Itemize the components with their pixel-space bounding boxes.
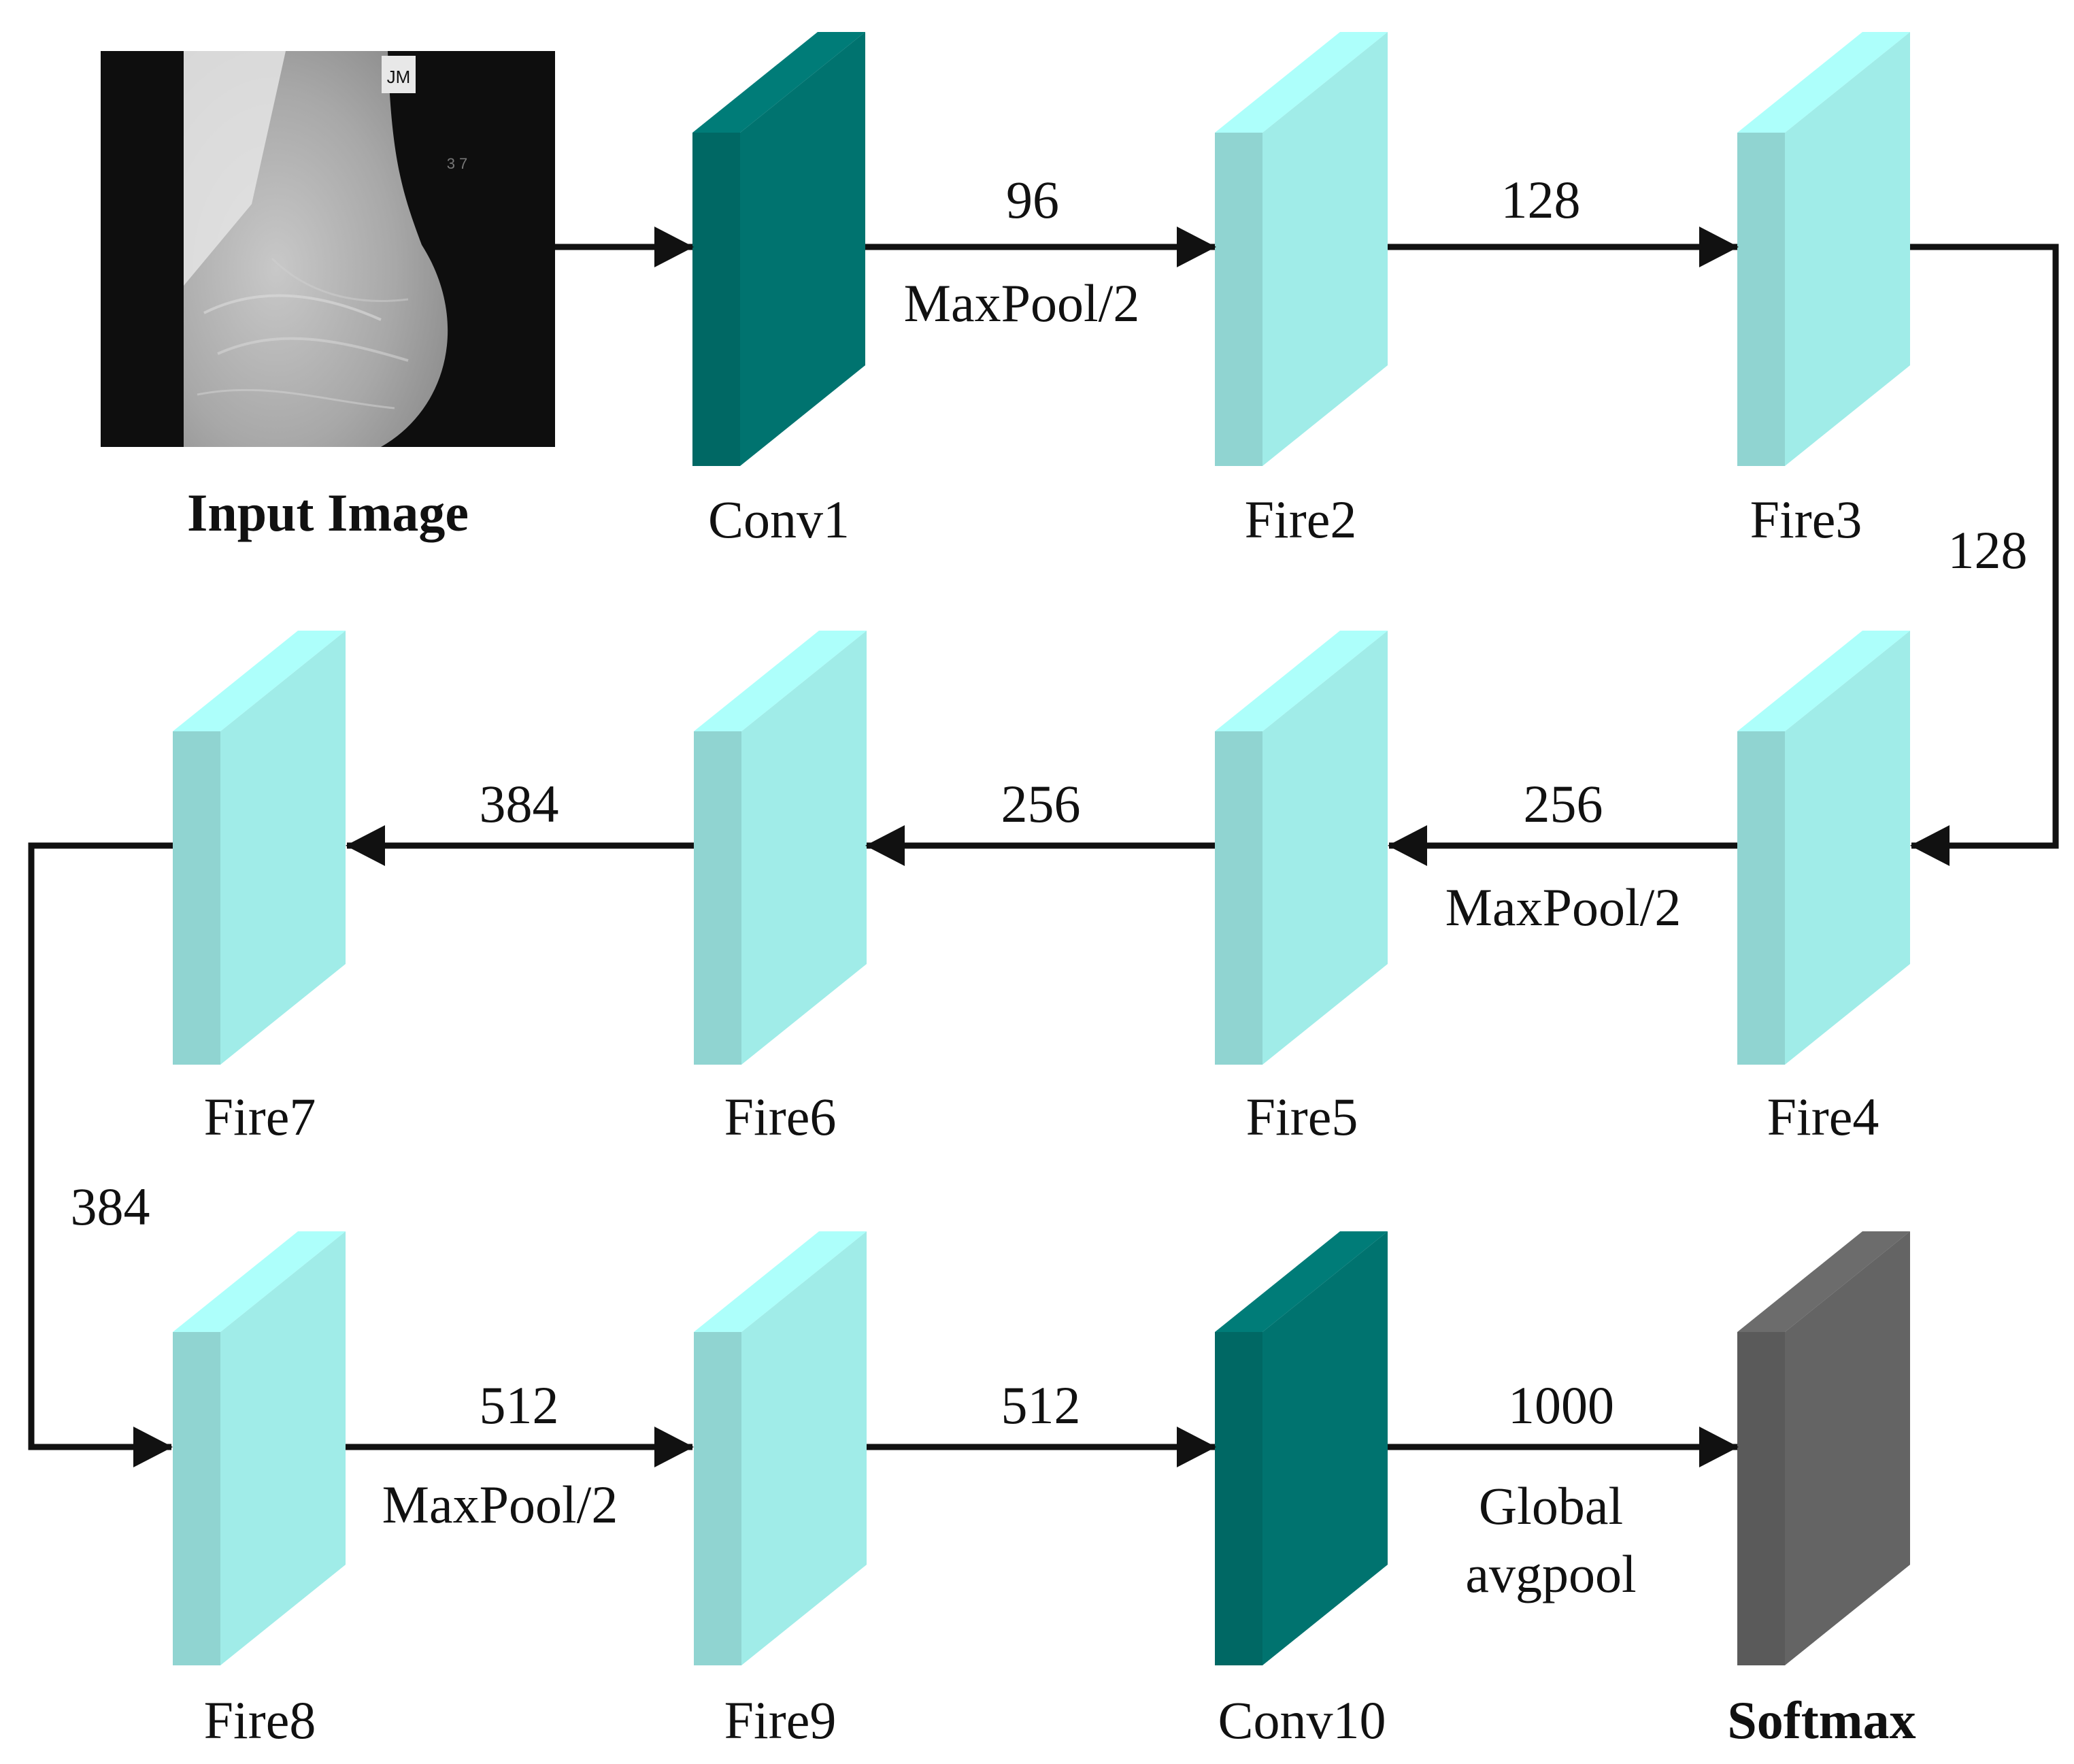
layer-label-fire9: Fire9 (724, 1691, 837, 1750)
layer-block-fire5-top-face (1215, 631, 1388, 731)
channels-fire5-fire6: 256 (1001, 774, 1081, 833)
layer-labels: Conv1 Fire2 Fire3 Fire4 Fire5 Fire6 Fire… (204, 490, 1916, 1750)
layer-label-conv1: Conv1 (708, 490, 850, 549)
channels-fire9-conv10: 512 (1001, 1376, 1081, 1435)
op-fire8-fire9: MaxPool/2 (382, 1475, 618, 1534)
layer-block-fire8-front-face (173, 1332, 220, 1665)
layer-block-conv10 (1215, 1231, 1388, 1665)
layer-block-fire3-side-face (1785, 32, 1910, 466)
channels-fire6-fire7: 384 (480, 774, 559, 833)
layer-block-fire2 (1215, 32, 1388, 466)
channels-fire2-fire3: 128 (1501, 170, 1581, 229)
layer-block-fire7-top-face (173, 631, 346, 731)
layer-block-fire8-side-face (220, 1231, 346, 1665)
layer-label-fire6: Fire6 (724, 1087, 837, 1146)
layer-label-fire2: Fire2 (1245, 490, 1357, 549)
layer-label-fire4: Fire4 (1767, 1087, 1879, 1146)
layer-block-fire3-top-face (1737, 32, 1910, 133)
layer-block-fire6 (694, 631, 867, 1065)
channels-fire7-fire8: 384 (71, 1177, 150, 1236)
layer-block-fire3-front-face (1737, 133, 1785, 466)
input-image: JM 3 7 (101, 51, 555, 447)
layer-block-fire6-side-face (741, 631, 867, 1065)
layer-block-conv10-top-face (1215, 1231, 1388, 1332)
layer-block-fire4-side-face (1785, 631, 1910, 1065)
layer-block-fire4-top-face (1737, 631, 1910, 731)
layer-block-conv1-front-face (692, 133, 740, 466)
layer-block-conv1-top-face (692, 32, 865, 133)
arrow-fire7-fire8 (28, 842, 173, 1467)
layer-block-fire4-front-face (1737, 731, 1785, 1065)
layer-block-fire5-side-face (1262, 631, 1388, 1065)
op2-conv10-softmax: avgpool (1465, 1544, 1636, 1603)
layer-block-fire6-front-face (694, 731, 741, 1065)
layer-block-conv1-side-face (740, 32, 865, 466)
connections (28, 227, 2059, 1467)
channels-conv10-softmax: 1000 (1508, 1376, 1614, 1435)
layer-block-fire9-side-face (741, 1231, 867, 1665)
layer-block-conv10-front-face (1215, 1332, 1262, 1665)
layer-block-fire7-side-face (220, 631, 346, 1065)
layer-label-fire3: Fire3 (1750, 490, 1862, 549)
layer-block-fire3 (1737, 32, 1910, 466)
layer-block-fire7-front-face (173, 731, 220, 1065)
layer-block-fire5-front-face (1215, 731, 1262, 1065)
layer-block-fire2-side-face (1262, 32, 1388, 466)
layer-block-fire7 (173, 631, 346, 1065)
layer-block-conv10-side-face (1262, 1231, 1388, 1665)
layer-label-fire5: Fire5 (1246, 1087, 1358, 1146)
arrow-fire3-fire4 (1910, 244, 2059, 866)
layer-label-fire7: Fire7 (204, 1087, 316, 1146)
layer-block-softmax-top-face (1737, 1231, 1910, 1332)
layer-block-fire6-top-face (694, 631, 867, 731)
layer-block-fire2-front-face (1215, 133, 1262, 466)
layer-block-fire8-top-face (173, 1231, 346, 1332)
layer-block-softmax-side-face (1785, 1231, 1910, 1665)
layer-block-softmax (1737, 1231, 1910, 1665)
input-image-marker-2: 3 7 (447, 155, 468, 172)
layer-block-softmax-front-face (1737, 1332, 1785, 1665)
layer-label-fire8: Fire8 (204, 1691, 316, 1750)
edge-labels: 96 MaxPool/2 128 128 256 MaxPool/2 256 3… (71, 170, 2028, 1603)
op-conv1-fire2: MaxPool/2 (904, 273, 1140, 333)
layer-blocks (173, 32, 1910, 1665)
layer-label-conv10: Conv10 (1218, 1691, 1386, 1750)
layer-block-conv1 (692, 32, 865, 466)
op-fire4-fire5: MaxPool/2 (1445, 878, 1682, 937)
input-image-label: Input Image (187, 483, 469, 542)
channels-fire3-fire4: 128 (1948, 520, 2028, 580)
layer-block-fire9-front-face (694, 1332, 741, 1665)
layer-block-fire5 (1215, 631, 1388, 1065)
layer-block-fire9 (694, 1231, 867, 1665)
layer-block-fire8 (173, 1231, 346, 1665)
op-conv10-softmax: Global (1479, 1476, 1623, 1535)
input-image-marker: JM (387, 67, 411, 87)
layer-label-softmax: Softmax (1727, 1691, 1916, 1750)
channels-fire4-fire5: 256 (1524, 774, 1603, 833)
channels-conv1-fire2: 96 (1006, 170, 1059, 229)
layer-block-fire9-top-face (694, 1231, 867, 1332)
layer-block-fire4 (1737, 631, 1910, 1065)
layer-block-fire2-top-face (1215, 32, 1388, 133)
channels-fire8-fire9: 512 (480, 1376, 559, 1435)
